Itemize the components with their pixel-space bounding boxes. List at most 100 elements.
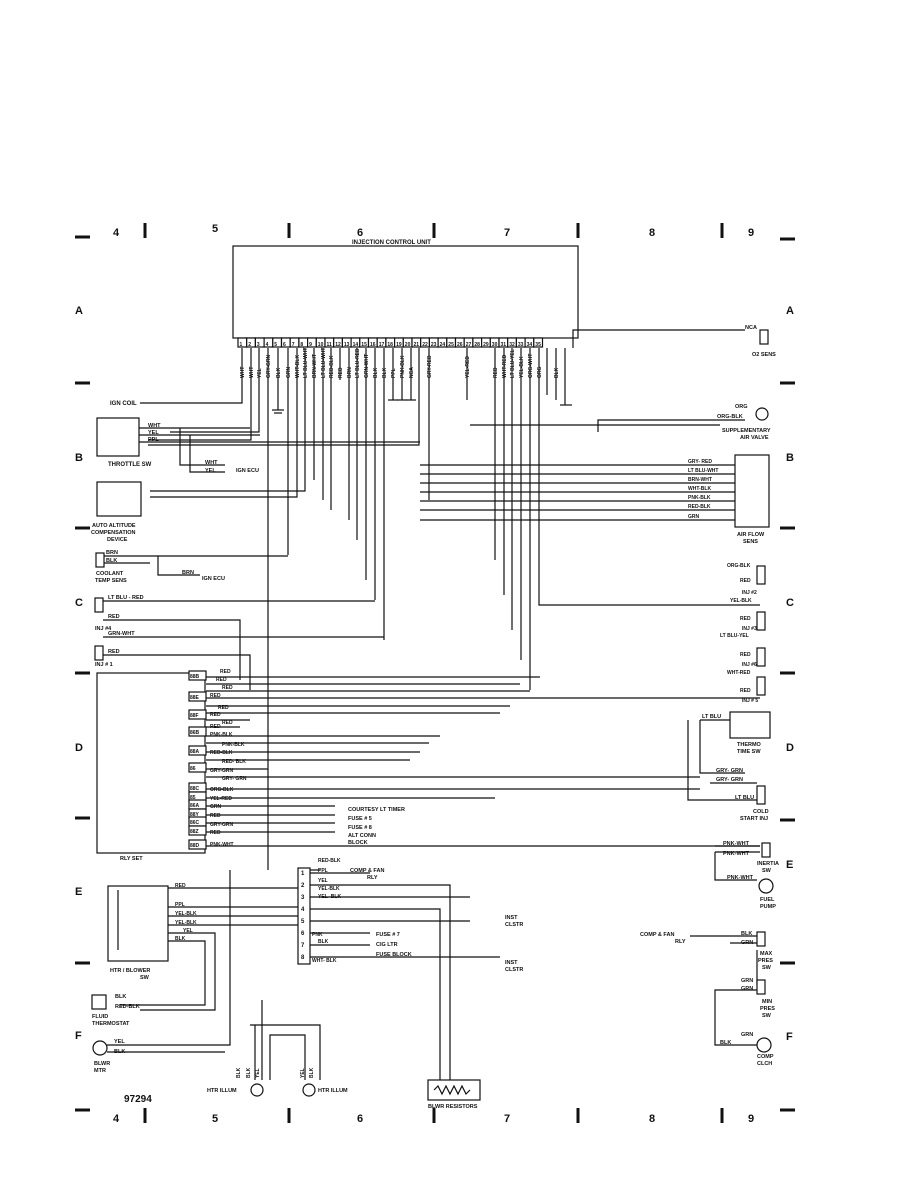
grid-bottom-8: 8	[649, 1113, 655, 1125]
ecu-pin-number: 33	[518, 342, 524, 348]
blwr-wire-blk: BLK	[114, 1049, 125, 1055]
relay-wire-label: RED	[210, 724, 221, 730]
injector-wire: INJ # 5	[742, 698, 758, 704]
injector-wire: RED	[740, 652, 751, 658]
fluid-wire-redblk: RED-BLK	[115, 1004, 140, 1010]
ecu-pin	[533, 337, 544, 348]
fuel-pump-line1: FUEL	[760, 897, 775, 903]
coolant-label-2: TEMP SENS	[95, 578, 127, 584]
inj4-wire-1: LT BLU - RED	[108, 595, 144, 601]
ecu-wire-label: YEL	[257, 368, 263, 378]
connector-pin: 3	[301, 895, 305, 901]
ecu-wire-label: BLK	[554, 367, 560, 378]
htr-blower-line1: HTR / BLOWER	[110, 968, 150, 974]
relay-terminal-label: 88Y	[190, 812, 200, 818]
relay-terminal	[188, 745, 207, 756]
ecu-pin-number: 13	[344, 342, 350, 348]
grid-left-e: E	[75, 886, 82, 898]
supp-air-wire-org: ORG	[735, 404, 748, 410]
relay-wire-labels: REDREDREDREDREDREDREDREDPNK-BLKPNK-BLKRE…	[210, 669, 247, 848]
blwr-mtr-line2: MTR	[94, 1068, 106, 1074]
fluid-thermostat	[91, 994, 107, 1010]
relay-wire-label: PNK-BLK	[222, 742, 245, 748]
rly-set-label: RLY SET	[120, 856, 143, 862]
blower-motor	[92, 1040, 108, 1056]
fuel-pump	[758, 878, 774, 894]
ecu-pin-number: 17	[379, 342, 385, 348]
relay-wire-label: PNK-WHT	[210, 842, 234, 848]
relay-terminal-label: 88F	[190, 713, 199, 719]
htr-illum-wire-4: YEL	[300, 1068, 306, 1078]
coolant-wire-blk: BLK	[106, 558, 117, 564]
htr-illum-wire-5: BLK	[309, 1067, 315, 1078]
ecu-pin-number: 8	[300, 342, 303, 348]
grid-top-4: 4	[113, 227, 120, 239]
grid-right-b: B	[786, 452, 794, 464]
ecu-pin-number: 30	[492, 342, 498, 348]
ecu-title: INJECTION CONTROL UNIT	[352, 240, 431, 246]
relay-terminal	[188, 825, 207, 836]
connector-wire: RED-BLK	[318, 858, 341, 864]
relay-terminal-label: 86B	[190, 730, 200, 736]
comp-clutch	[756, 1037, 772, 1053]
fluid-line2: THERMOSTAT	[92, 1021, 130, 1027]
ecu-pin-number: 32	[509, 342, 515, 348]
throttle-switch	[96, 417, 140, 457]
connector-pin: 1	[301, 871, 305, 877]
connector-wire: YEL	[318, 878, 328, 884]
ecu-pin-number: 25	[448, 342, 454, 348]
ecu-wire-label: NCA	[409, 367, 415, 378]
air-flow-sensor	[734, 454, 770, 528]
connector-pin: 5	[301, 919, 305, 925]
relay-wire-label: ORG-BLK	[210, 787, 234, 793]
connector-wire: PPL	[318, 868, 328, 874]
ecu-pin-number: 26	[457, 342, 463, 348]
air-flow-wire: PNK-BLK	[688, 495, 711, 501]
ecu-wire-label: BRN-WHT	[312, 354, 318, 378]
grid-left-d: D	[75, 742, 83, 754]
relay-terminal	[188, 762, 207, 773]
air-flow-wire: RED-BLK	[688, 504, 711, 510]
relay-terminal	[188, 709, 207, 720]
ecu-wire-label: WHT	[240, 367, 246, 378]
relay-terminal	[188, 839, 207, 850]
injector-wire: INJ #2	[742, 590, 757, 596]
relay-wire-label: RED	[210, 693, 221, 699]
ecu-pin-number: 18	[387, 342, 393, 348]
injector-3	[756, 611, 766, 631]
injector-wire: INJ #3	[742, 626, 757, 632]
grid-right-f: F	[786, 1031, 793, 1043]
grid-top-6: 6	[357, 227, 363, 239]
comp-fan-rly-right-1: COMP & FAN	[640, 932, 674, 938]
nca-label: NCA	[745, 325, 757, 331]
grid-top-9: 9	[748, 227, 754, 239]
ecu-pin-number: 11	[327, 342, 333, 348]
ecu-wire-label: BLK	[373, 367, 379, 378]
ecu-pin-number: 28	[474, 342, 480, 348]
htr-blower-line2: SW	[140, 975, 150, 981]
blower-wire: YEL	[183, 928, 193, 934]
connector-wire: YEL- BLK	[318, 894, 341, 900]
injector-2	[756, 565, 766, 585]
rly-out-fuse5: FUSE # 5	[348, 816, 372, 822]
relay-terminal-label: 85	[190, 795, 196, 801]
thermo-line1: THERMO	[737, 742, 762, 748]
max-pres-line3: SW	[762, 965, 772, 971]
grid-bottom-5: 5	[212, 1113, 218, 1125]
htr-illum-lamp-1	[250, 1083, 264, 1097]
htr-illum-label-1: HTR ILLUM	[207, 1088, 237, 1094]
grid-bottom-4: 4	[113, 1113, 120, 1125]
inertia-switch	[761, 842, 771, 858]
ecu-pin-number: 24	[440, 342, 446, 348]
thermo-time-switch	[729, 711, 771, 739]
grid-frame	[75, 223, 795, 1123]
ecu-pin-number: 31	[501, 342, 507, 348]
injector-6	[756, 647, 766, 667]
inertia-wire-2: PNK-WHT	[723, 851, 750, 857]
conn-out-fuse-block: FUSE BLOCK	[376, 952, 412, 958]
relay-terminal-label: 88Z	[190, 829, 199, 835]
o2-sensor	[759, 329, 769, 345]
